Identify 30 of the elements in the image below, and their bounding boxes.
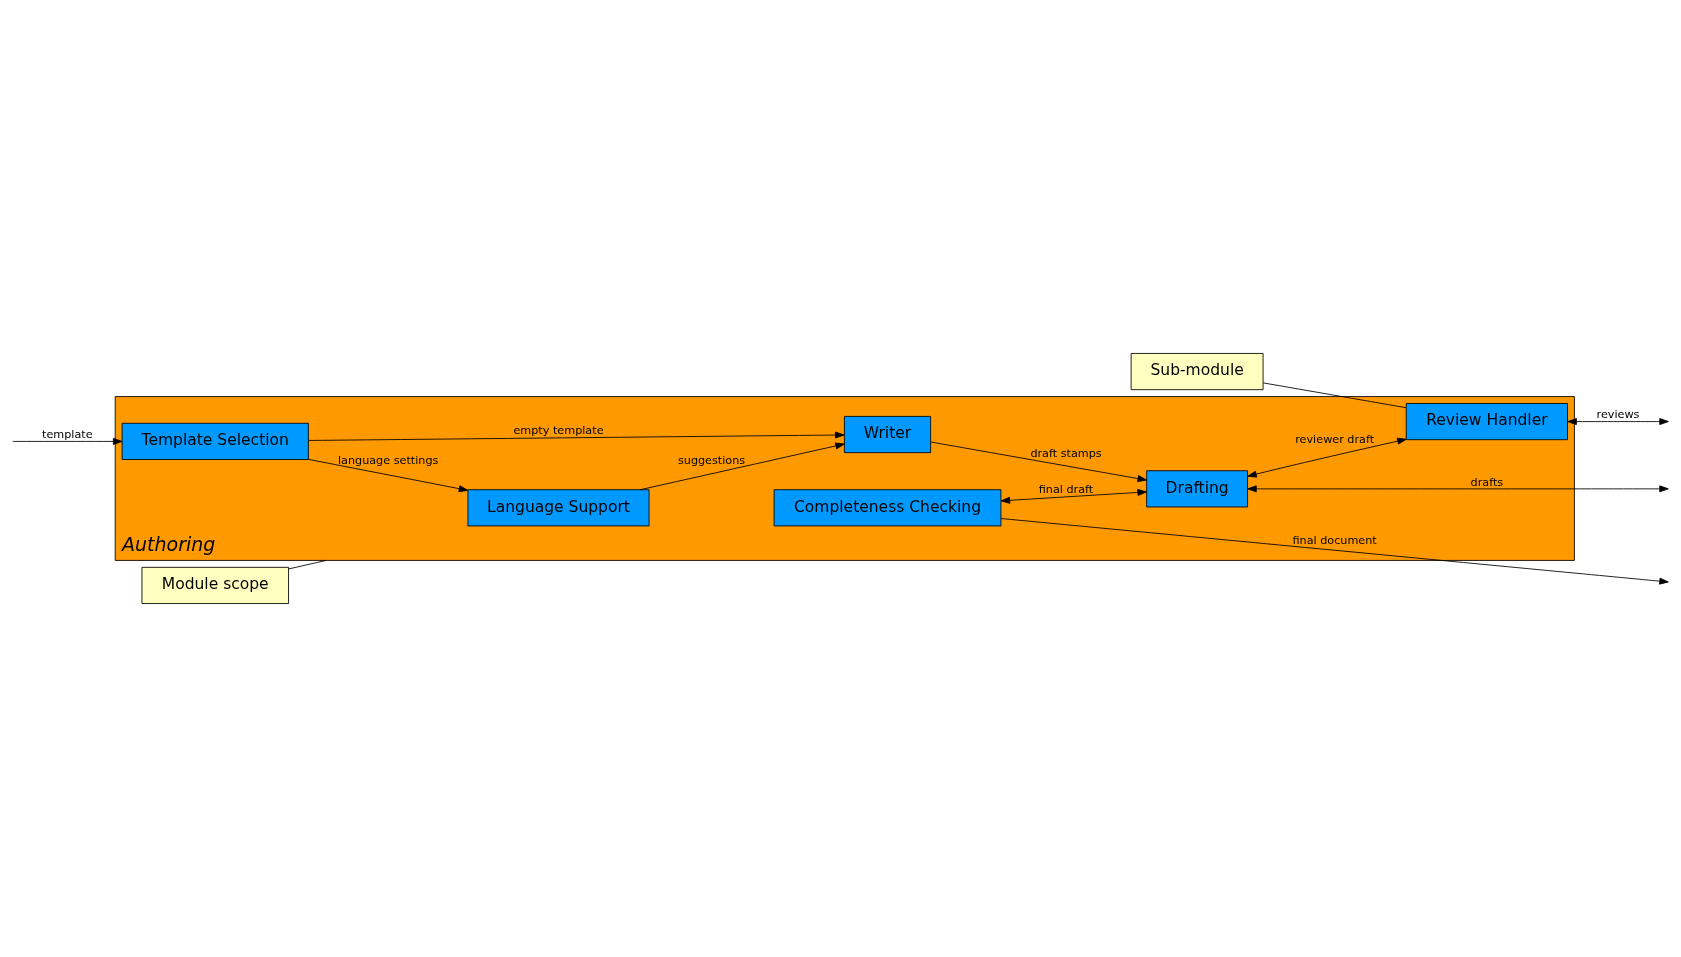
arrow bbox=[1247, 485, 1669, 493]
edge-label: draft stamps bbox=[1030, 447, 1102, 461]
edge-label: final draft bbox=[1038, 482, 1094, 496]
connector bbox=[288, 560, 327, 570]
edge-label: drafts bbox=[1470, 475, 1504, 489]
arrow bbox=[1000, 518, 1669, 585]
edge-label: reviewer draft bbox=[1295, 433, 1375, 447]
edge-label: language settings bbox=[337, 454, 439, 468]
node-box: Language Support bbox=[467, 489, 650, 527]
edge-label: final document bbox=[1292, 533, 1377, 547]
arrow bbox=[308, 458, 469, 493]
node-box: Review Handler bbox=[1405, 403, 1568, 441]
node-box: Writer bbox=[843, 416, 932, 454]
arrow bbox=[1247, 437, 1407, 478]
edge-label: suggestions bbox=[677, 454, 746, 468]
node-box: Completeness Checking bbox=[773, 489, 1002, 527]
node-box: Module scope bbox=[141, 566, 289, 604]
node-box: Drafting bbox=[1146, 470, 1248, 508]
arrow bbox=[12, 437, 123, 445]
edge-label: empty template bbox=[513, 424, 604, 437]
connector bbox=[1262, 382, 1407, 409]
arrow bbox=[308, 431, 845, 441]
arrow bbox=[930, 441, 1147, 482]
arrow bbox=[639, 442, 845, 491]
arrow bbox=[1000, 489, 1147, 504]
node-box: Sub-module bbox=[1130, 353, 1264, 391]
edge-label: template bbox=[42, 428, 93, 442]
edge-label: reviews bbox=[1596, 408, 1640, 422]
node-box: Template Selection bbox=[121, 422, 309, 460]
arrow bbox=[1567, 418, 1669, 426]
